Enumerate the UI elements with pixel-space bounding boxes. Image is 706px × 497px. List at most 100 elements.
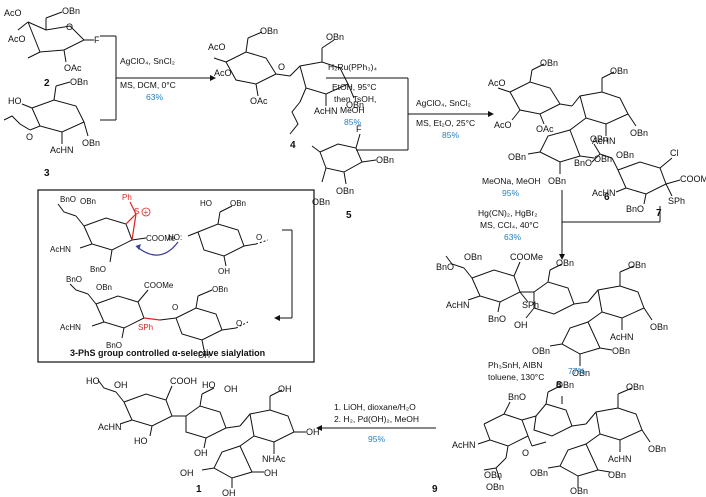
label-bno: BnO (626, 204, 644, 214)
step-2-conditions: MeOH (340, 105, 365, 115)
label-achn: AcHN (452, 440, 476, 450)
label-coome: COOMe (680, 174, 706, 184)
label-bno: BnO (488, 314, 506, 324)
label-oh: OH (514, 320, 528, 330)
compound-number: 5 (346, 210, 352, 221)
label-obn: OBn (70, 77, 88, 87)
label-bno: BnO (60, 195, 76, 204)
label-bno: BnO (574, 158, 592, 168)
step-1-yield: 63% (146, 92, 163, 102)
label-obn: OBn (590, 134, 608, 144)
label-achn: AcHN (610, 332, 634, 342)
label-ho: HO (8, 96, 22, 106)
label-oh: OH (198, 351, 210, 360)
label-achn: AcHN (592, 136, 616, 146)
label-oh: OH (224, 384, 238, 394)
compound-number: 7 (656, 208, 662, 219)
step-3-yield: 85% (442, 130, 459, 140)
step-3-reagents: AgClO₄, SnCl₂ (416, 98, 471, 108)
label-aco: AcO (4, 8, 22, 18)
label-sph: SPh (522, 300, 539, 310)
label-oh: OH (278, 384, 292, 394)
label-obn: OBn (572, 368, 590, 378)
step-5-yield: 63% (504, 232, 521, 242)
label-coome: COOMe (510, 252, 543, 262)
label-obn: OBn (508, 152, 526, 162)
compound-number: 2 (44, 78, 50, 89)
label-obn: OBn (530, 468, 548, 478)
compound-9: BnO OBn OBn AcHN OBn OBn O AcHN OBn OBn … (432, 380, 666, 496)
label-achn: AcHN (592, 188, 616, 198)
step-2-reagent: H₂Ru(PPh₃)₄ (328, 62, 377, 72)
step-7-yield: 95% (368, 434, 385, 444)
label-oac: OAc (536, 124, 554, 134)
compound-number: 4 (290, 140, 296, 151)
label-obn: OBn (486, 482, 504, 492)
step-4-5: MeONa, MeOH 95% Hg(CN)₂, HgBr₂ MS, CCl₄,… (478, 176, 661, 260)
label-obn: OBn (376, 155, 394, 165)
label-ho: HO (86, 376, 100, 386)
step-6: Ph₃SnH, AIBN toluene, 130°C 77% (488, 360, 585, 404)
label-aco: AcO (214, 68, 232, 78)
label-oh: OH (264, 468, 278, 478)
label-oh: OH (222, 488, 236, 497)
compound-4: OBn OBn AcO AcO OAc AcHN OBn O 4 (208, 26, 364, 151)
label-sph: SPh (668, 196, 685, 206)
compound-3: OBn HO O AcHN OBn 3 (3, 77, 100, 179)
step-6-reagents: Ph₃SnH, AIBN (488, 360, 543, 370)
label-obn: OBn (594, 154, 612, 164)
label-bno: BnO (66, 275, 82, 284)
label-obn: OBn (484, 470, 502, 480)
label-oh: OH (114, 380, 128, 390)
step-6-yield: 77% (568, 366, 585, 376)
step-4-yield: 95% (502, 188, 519, 198)
label-cooh: COOH (170, 376, 197, 386)
compound-1: HO OH COOH HO OH OH AcHN HO OH NHAc OH O… (86, 376, 320, 497)
label-obn: OBn (540, 58, 558, 68)
label-o: O (522, 448, 529, 458)
label-ph: Ph (122, 193, 132, 202)
label-obn: OBn (616, 150, 634, 160)
label-achn: AcHN (608, 454, 632, 464)
compound-number: 8 (556, 380, 562, 391)
label-oh: OH (218, 267, 230, 276)
step-3: AgClO₄, SnCl₂ MS, Et₂O, 25°C 85% (414, 98, 494, 140)
compound-8: BnO OBn COOMe OBn OBn AcHN BnO SPh OH Ac… (436, 252, 668, 391)
label-obn: OBn (464, 252, 482, 262)
label-ho: HO (200, 199, 212, 208)
label-oh: OH (180, 468, 194, 478)
label-aco: AcO (208, 42, 226, 52)
compound-2: OBn AcO AcO OAc F O 2 (4, 6, 100, 89)
label-oh: OH (306, 427, 320, 437)
label-bno: BnO (106, 341, 122, 350)
label-aco: AcO (494, 120, 512, 130)
step-3-conditions: MS, Et₂O, 25°C (416, 118, 475, 128)
step-1-reagents: AgClO₄, SnCl₂ (120, 56, 175, 66)
label-s: S (134, 207, 139, 216)
label-oac: OAc (64, 63, 82, 73)
label-obn: OBn (556, 380, 574, 390)
step-2: H₂Ru(PPh₃)₄ EtOH, 95°C then TsOH, MeOH 8… (326, 62, 414, 151)
mechanism-inset: Ph S + BnO OBn COOMe AcHN BnO HO OBn HO:… (37, 189, 315, 363)
label-obn: OBn (570, 486, 588, 496)
label-obn: OBn (80, 197, 96, 206)
label-obn: OBn (346, 100, 364, 110)
label-o: O (256, 233, 262, 242)
label-achn: AcHN (50, 245, 71, 254)
label-obn: OBn (630, 128, 648, 138)
step-4-reagents: MeONa, MeOH (482, 176, 541, 186)
label-obn: OBn (608, 470, 626, 480)
compound-number: 1 (196, 484, 202, 495)
step-7: 1. LiOH, dioxane/H₂O 2. H₂, Pd(OH)₂, MeO… (316, 402, 436, 444)
label-obn: OBn (82, 138, 100, 148)
step-2-yield: 85% (344, 117, 361, 127)
step-2-conditions: EtOH, 95°C (332, 82, 377, 92)
compound-7: OBn OBn BnO Cl COOMe SPh AcHN BnO 7 (574, 134, 706, 219)
label-obn: OBn (336, 186, 354, 196)
label-o: O (26, 132, 33, 142)
label-achn: AcHN (446, 300, 470, 310)
step-1: AgClO₄, SnCl₂ MS, DCM, 0°C 63% (100, 35, 216, 121)
step-1-conditions: MS, DCM, 0°C (120, 80, 176, 90)
step-5-reagents: Hg(CN)₂, HgBr₂ (478, 208, 538, 218)
label-achn: AcHN (60, 323, 81, 332)
